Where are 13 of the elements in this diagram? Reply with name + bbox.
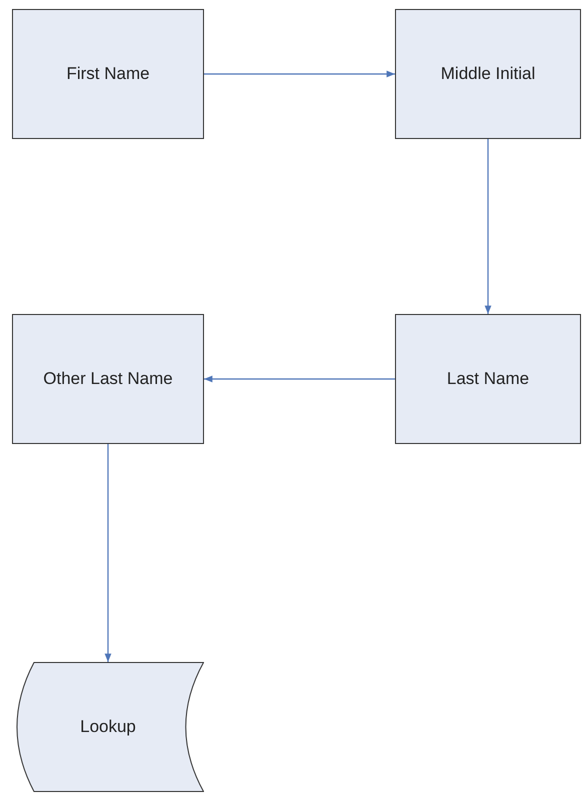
arrow (204, 70, 395, 78)
process-box (12, 314, 204, 444)
process-box (395, 9, 581, 139)
arrow (204, 376, 395, 382)
process-box (395, 314, 581, 444)
node-label: Middle Initial (440, 64, 536, 84)
node-label: Lookup (79, 717, 137, 737)
process-box (12, 9, 204, 139)
node-label: First Name (65, 64, 151, 84)
arrow (104, 444, 112, 662)
node-label: Other Last Name (42, 369, 174, 389)
arrow (484, 139, 492, 314)
node-label: Last Name (446, 369, 530, 389)
